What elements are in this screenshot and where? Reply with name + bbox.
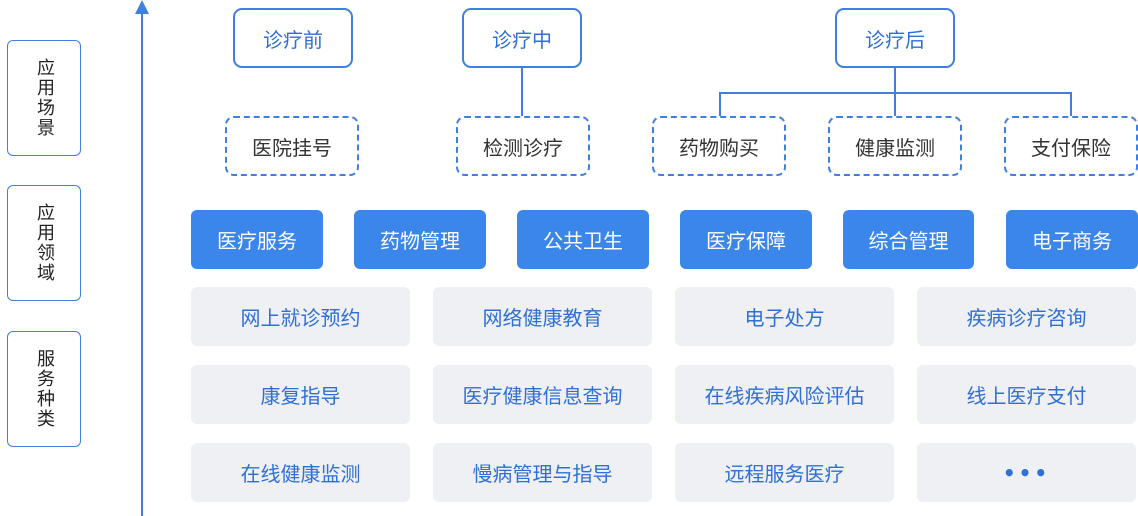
- service-item: 慢病管理与指导: [433, 443, 652, 502]
- service-item: 网络健康教育: [433, 287, 652, 346]
- scenario-health-monitoring: 健康监测: [828, 116, 962, 176]
- service-item: 网上就诊预约: [191, 287, 410, 346]
- scenario-hospital-registration: 医院挂号: [225, 116, 359, 176]
- category-application-scenario: 应用场景: [7, 40, 81, 156]
- service-label: 疾病诊疗咨询: [966, 306, 1087, 330]
- scenario-label: 检测诊疗: [483, 135, 563, 160]
- service-item: 疾病诊疗咨询: [917, 287, 1136, 346]
- service-item: 康复指导: [191, 365, 410, 424]
- connector-line: [521, 68, 523, 116]
- stage-before-treatment: 诊疗前: [233, 8, 353, 68]
- connector-line: [894, 68, 896, 93]
- field-label: 医疗服务: [217, 229, 297, 253]
- category-label: 服务种类: [34, 349, 55, 429]
- service-item: 远程服务医疗: [675, 443, 894, 502]
- field-medical-security: 医疗保障: [680, 210, 812, 269]
- field-label: 医疗保障: [706, 229, 786, 253]
- service-item: 电子处方: [675, 287, 894, 346]
- field-label: 综合管理: [868, 229, 949, 253]
- category-label: 应用领域: [34, 203, 55, 283]
- stage-label: 诊疗后: [865, 27, 925, 52]
- field-e-commerce: 电子商务: [1006, 210, 1138, 269]
- service-label: 远程服务医疗: [724, 462, 845, 486]
- connector-line: [1070, 92, 1072, 116]
- field-medical-service: 医疗服务: [191, 210, 323, 269]
- field-public-health: 公共卫生: [517, 210, 649, 269]
- service-label: 在线健康监测: [240, 462, 361, 486]
- stage-during-treatment: 诊疗中: [462, 8, 582, 68]
- connector-line: [894, 92, 896, 116]
- scenario-label: 医院挂号: [252, 135, 332, 160]
- axis-arrow-icon: [135, 0, 149, 14]
- service-label: 康复指导: [260, 384, 341, 408]
- service-label: 在线疾病风险评估: [704, 384, 865, 408]
- scenario-payment-insurance: 支付保险: [1004, 116, 1138, 176]
- scenario-label: 支付保险: [1031, 135, 1111, 160]
- category-service-type: 服务种类: [7, 331, 81, 447]
- service-item: 医疗健康信息查询: [433, 365, 652, 424]
- service-label: 网络健康教育: [482, 306, 603, 330]
- service-item: 在线疾病风险评估: [675, 365, 894, 424]
- scenario-testing-diagnosis: 检测诊疗: [456, 116, 590, 176]
- service-label: 线上医疗支付: [966, 384, 1087, 408]
- stage-after-treatment: 诊疗后: [835, 8, 955, 68]
- category-label: 应用场景: [34, 58, 55, 138]
- field-label: 药物管理: [380, 229, 460, 253]
- field-medicine-management: 药物管理: [354, 210, 486, 269]
- scenario-label: 健康监测: [855, 135, 935, 160]
- service-label: 慢病管理与指导: [472, 462, 613, 486]
- more-dots-icon: •••: [1002, 460, 1051, 485]
- service-item: 线上医疗支付: [917, 365, 1136, 424]
- field-integrated-management: 综合管理: [843, 210, 974, 269]
- stage-label: 诊疗前: [263, 27, 323, 52]
- connector-line: [719, 92, 721, 116]
- service-label: 网上就诊预约: [240, 306, 361, 330]
- service-label: 电子处方: [744, 306, 825, 330]
- axis-line: [141, 10, 143, 516]
- service-label: 医疗健康信息查询: [462, 384, 623, 408]
- scenario-medicine-purchase: 药物购买: [652, 116, 786, 176]
- service-item-more: •••: [917, 443, 1136, 502]
- stage-label: 诊疗中: [492, 27, 552, 52]
- service-item: 在线健康监测: [191, 443, 410, 502]
- field-label: 公共卫生: [543, 229, 623, 253]
- category-application-field: 应用领域: [7, 185, 81, 301]
- scenario-label: 药物购买: [679, 135, 759, 160]
- field-label: 电子商务: [1032, 229, 1112, 253]
